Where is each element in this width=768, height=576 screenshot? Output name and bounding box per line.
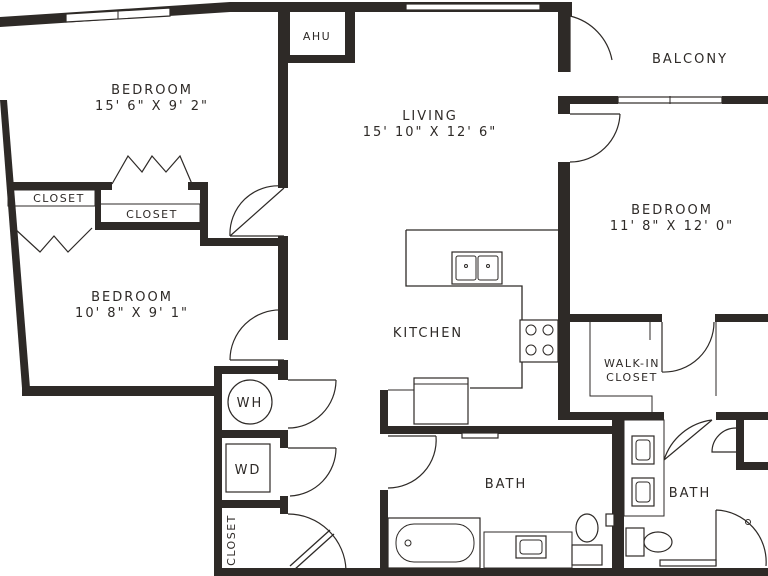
label-water-heater: WH — [237, 396, 264, 411]
label-washer-dryer: WD — [235, 463, 262, 478]
doors — [13, 15, 767, 571]
right-bath-fixtures — [623, 419, 751, 567]
room-label-balcony: BALCONY — [652, 52, 728, 67]
room-label-walk-in-line2: CLOSET — [606, 371, 658, 384]
room-label-bedroom-top-left: BEDROOM — [111, 83, 193, 98]
bath-fixtures — [387, 432, 615, 569]
room-size-bedroom-bottom-left: 10' 8" X 9' 1" — [75, 306, 189, 321]
interior-lines — [7, 189, 717, 412]
room-label-bath-center: BATH — [485, 477, 528, 492]
room-size-bedroom-top-left: 15' 6" X 9' 2" — [95, 99, 209, 114]
room-label-kitchen: KITCHEN — [393, 326, 463, 341]
room-label-walk-in-line1: WALK-IN — [604, 357, 660, 370]
room-label-ahu: AHU — [303, 30, 331, 43]
room-label-closet-left: CLOSET — [126, 208, 178, 221]
room-label-bedroom-bottom-left: BEDROOM — [91, 290, 173, 305]
labels: BEDROOM 15' 6" X 9' 2" LIVING 15' 10" X … — [33, 30, 734, 566]
room-label-bath-right: BATH — [669, 486, 712, 501]
utility-fixtures — [225, 379, 273, 493]
room-label-bedroom-right: BEDROOM — [631, 203, 713, 218]
room-label-closet-bottom: CLOSET — [225, 514, 238, 566]
room-size-bedroom-right: 11' 8" X 12' 0" — [610, 219, 734, 234]
windows — [65, 3, 723, 104]
room-size-living: 15' 10" X 12' 6" — [363, 125, 497, 140]
room-label-closet-top: CLOSET — [33, 192, 85, 205]
kitchen-fixtures — [388, 229, 559, 425]
room-label-living: LIVING — [402, 109, 458, 124]
